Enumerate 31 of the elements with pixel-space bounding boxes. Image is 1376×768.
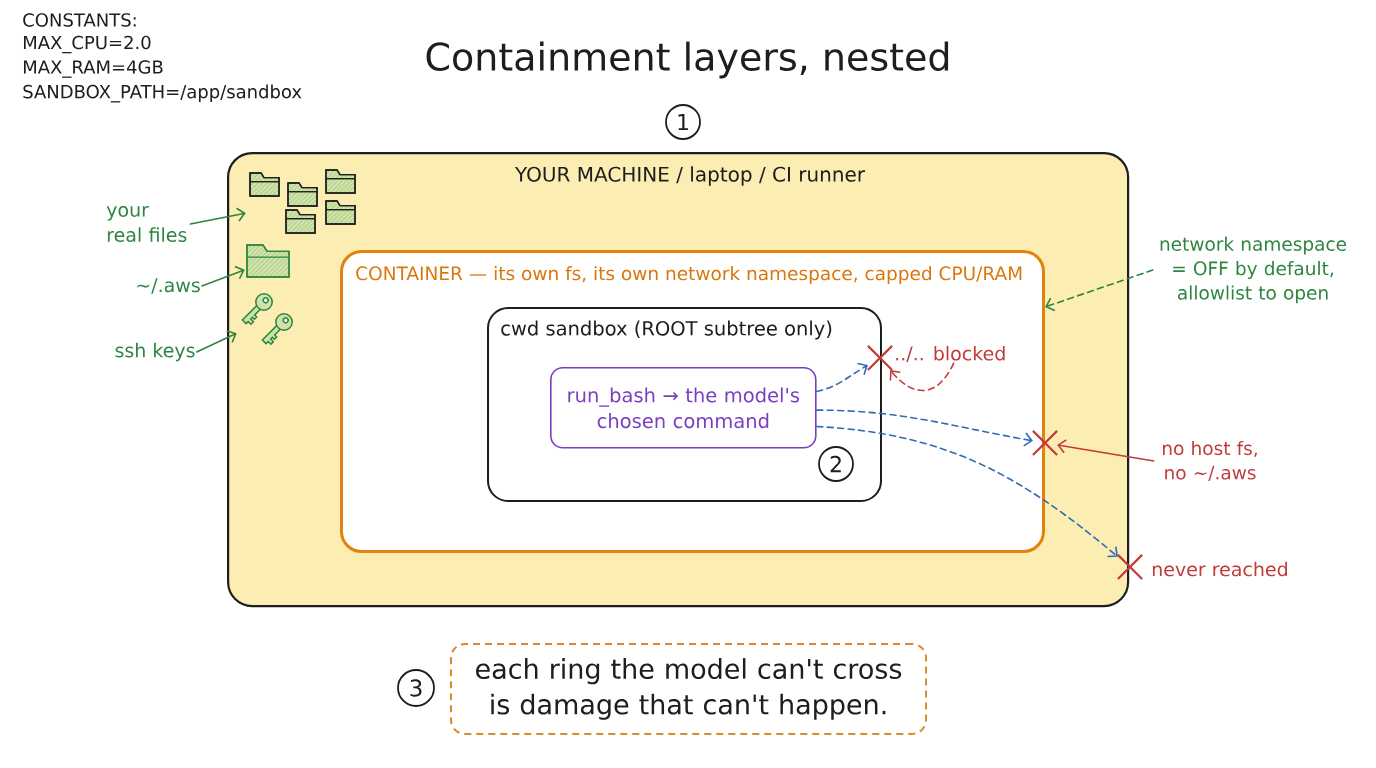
callout-number: 1 — [665, 104, 701, 140]
dashed-arrow — [815, 409, 1033, 447]
callout-number: 3 — [397, 669, 435, 707]
arrow — [189, 207, 246, 225]
code-text: MAX_CPU=2.0 — [24, 35, 151, 54]
note-box: each ring the model can't cross is damage that can't happen. — [450, 643, 927, 735]
command-box: run_bash → the model's chosen command — [550, 367, 817, 449]
callout-number: 2 — [818, 446, 854, 482]
cross-mark — [866, 344, 894, 372]
annotation-text: your real files — [106, 206, 187, 242]
annotation-text: no host fs, no ~/.aws — [1163, 440, 1257, 482]
arrow — [195, 329, 237, 353]
folders-icon — [249, 169, 356, 234]
arrow — [1057, 439, 1155, 462]
keys-icon — [241, 293, 293, 346]
annotation-text: network namespace = OFF by default, allowlist to open — [1160, 236, 1347, 304]
dashed-arrow — [815, 425, 1118, 558]
annotation-text: never reached — [1152, 561, 1287, 577]
cross-mark — [1031, 429, 1059, 457]
dashed-arrow — [889, 362, 955, 392]
dashed-arrow — [1045, 269, 1154, 312]
title: Containment layers, nested — [426, 41, 949, 79]
code-text: CONSTANTS: — [23, 13, 136, 27]
arrow — [201, 265, 245, 287]
code-text: SANDBOX_PATH=/app/sandbox — [23, 84, 302, 103]
dashed-arrow — [815, 362, 868, 393]
code-text: MAX_RAM=4GB — [24, 60, 163, 78]
cross-mark — [1116, 553, 1144, 581]
annotation-text: ../.. blocked — [896, 345, 1005, 363]
annotation-text: ssh keys — [115, 342, 195, 362]
annotation-text: ~/.aws — [137, 278, 200, 294]
